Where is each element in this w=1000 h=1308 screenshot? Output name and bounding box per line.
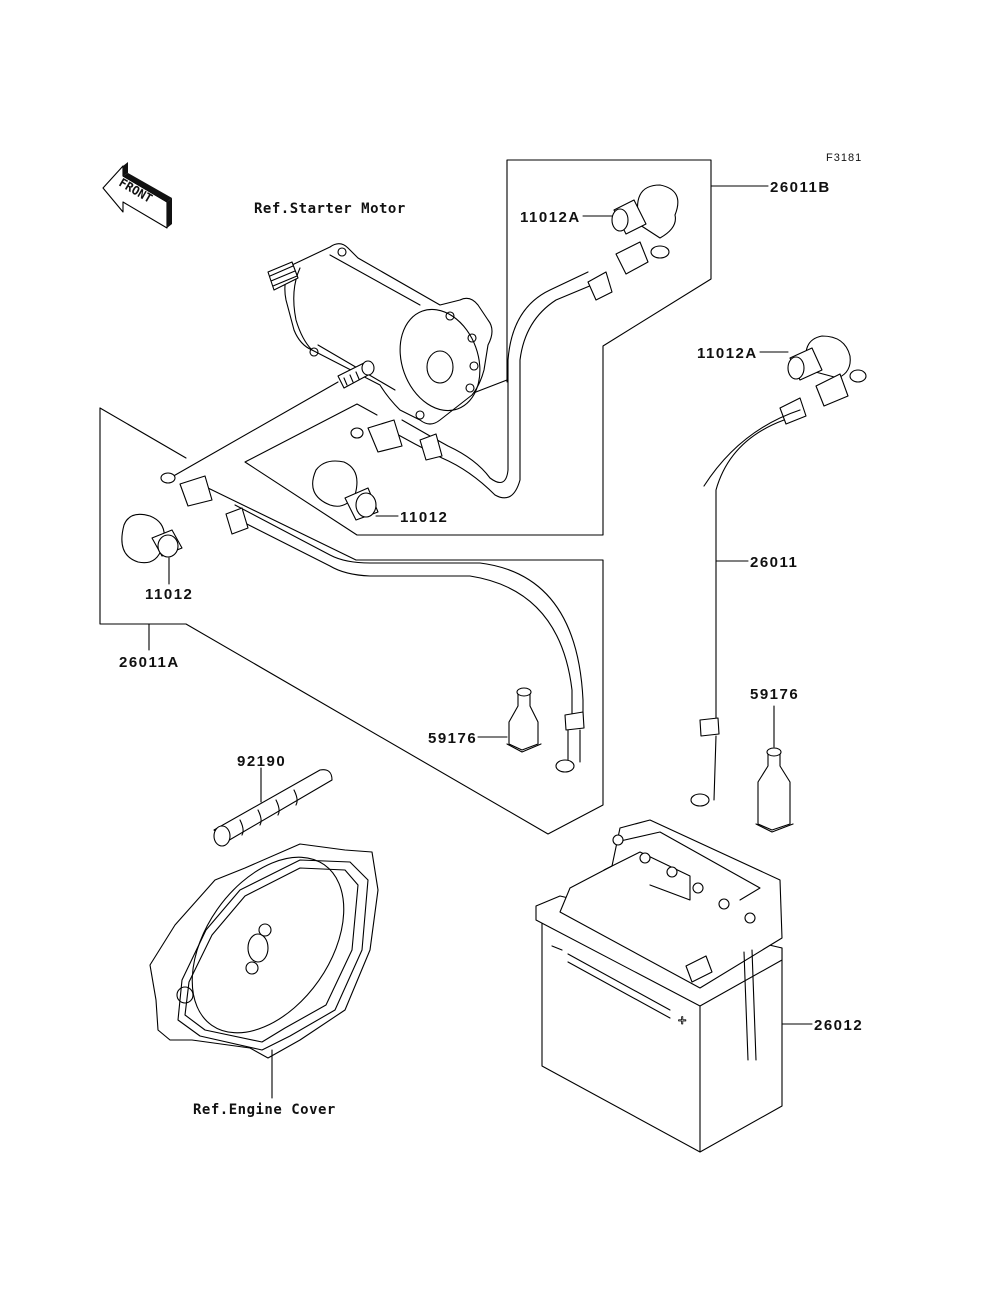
part-label-11012a-right[interactable]: 11012A: [697, 345, 758, 362]
cable-26011b: [350, 241, 670, 499]
part-label-11012-left[interactable]: 11012: [145, 586, 193, 603]
starter-motor-reference: Ref.Starter Motor: [254, 201, 406, 217]
terminal-cap-11012-left: [121, 513, 183, 585]
starter-motor-drawing: [267, 243, 493, 425]
terminal-cap-11012-center: [312, 460, 399, 521]
part-label-11012-center[interactable]: 11012: [400, 509, 448, 526]
battery-drawing: +: [535, 819, 813, 1153]
engine-cover-reference: Ref.Engine Cover: [193, 1102, 336, 1118]
engine-cover-drawing: [149, 843, 379, 1099]
part-label-26011b[interactable]: 26011B: [770, 179, 831, 196]
figure-code: F3181: [826, 152, 862, 164]
part-label-59176-right[interactable]: 59176: [750, 686, 799, 703]
group-box-26011a: [99, 407, 604, 835]
tube-92190: [213, 767, 333, 847]
terminal-cap-11012a-top: [582, 184, 679, 239]
ground-cable-26011: [690, 369, 867, 807]
part-label-59176-center[interactable]: 59176: [428, 730, 477, 747]
cable-26011a: [160, 472, 585, 773]
bolt-drawing: [169, 360, 375, 479]
part-label-11012a-top[interactable]: 11012A: [520, 209, 581, 226]
svg-text:+: +: [678, 1013, 686, 1029]
terminal-boot-59176-center: [477, 687, 542, 753]
terminal-boot-59176-right: [755, 705, 794, 833]
part-label-26012[interactable]: 26012: [814, 1017, 863, 1034]
part-label-26011a[interactable]: 26011A: [119, 654, 180, 671]
terminal-cap-11012a-right: [759, 335, 851, 381]
part-label-92190[interactable]: 92190: [237, 753, 286, 770]
part-label-26011[interactable]: 26011: [750, 554, 798, 571]
front-arrow-icon: FRONT: [102, 162, 172, 229]
